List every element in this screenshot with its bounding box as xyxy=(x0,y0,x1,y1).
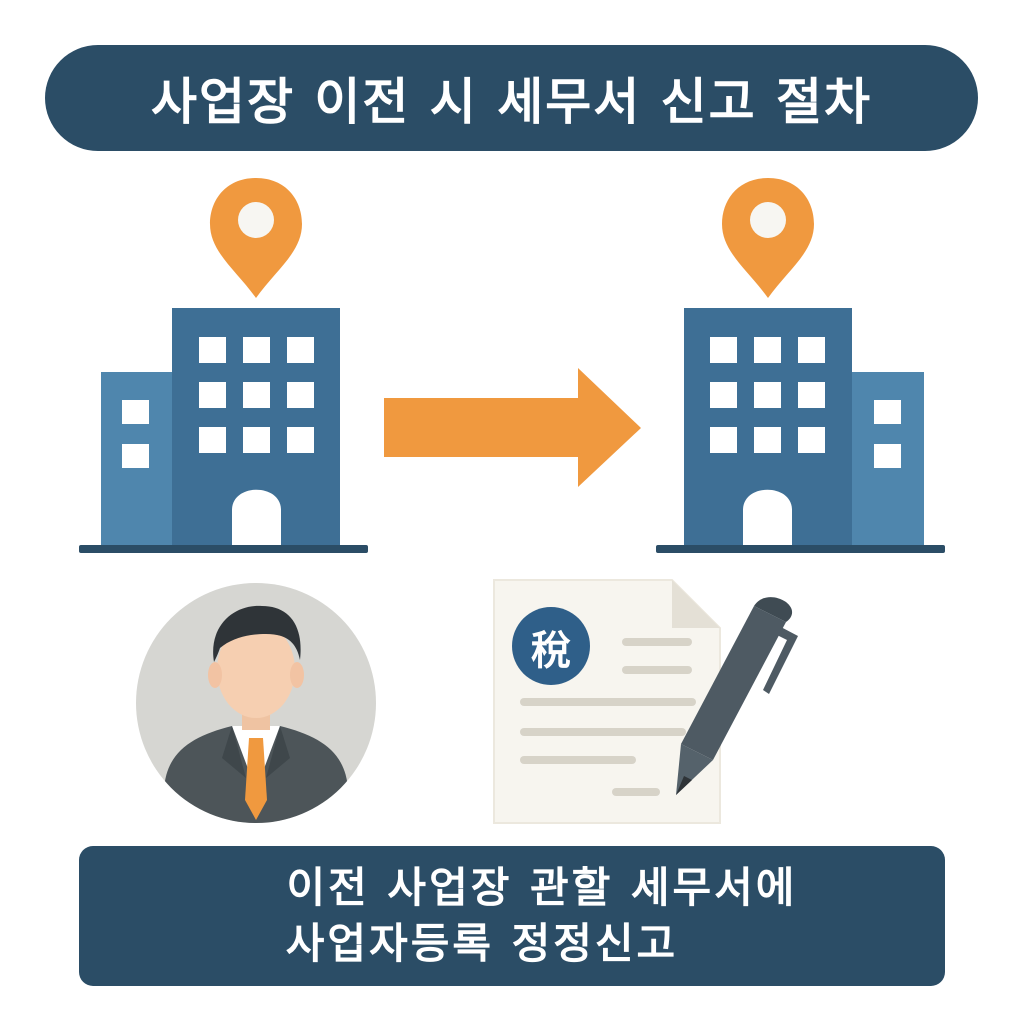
caption-line-2: 사업자등록 정정신고 xyxy=(285,919,679,968)
caption-box: 이전 사업장 관할 세무서에 사업자등록 정정신고 xyxy=(79,846,945,986)
origin-office-building-icon xyxy=(79,308,368,553)
caption-line-1: 이전 사업장 관할 세무서에 xyxy=(286,863,798,912)
pen-icon xyxy=(676,597,798,795)
move-arrow-right-icon xyxy=(384,368,641,487)
origin-location-pin-icon xyxy=(210,178,302,298)
title-banner: 사업장 이전 시 세무서 신고 절차 xyxy=(45,45,978,151)
destination-location-pin-icon xyxy=(722,178,814,298)
page-title: 사업장 이전 시 세무서 신고 절차 xyxy=(150,73,873,131)
destination-office-building-icon xyxy=(656,308,945,553)
tax-symbol: 稅 xyxy=(531,628,571,674)
businessman-avatar-icon xyxy=(136,583,376,823)
tax-document-icon: 稅 xyxy=(493,579,721,824)
